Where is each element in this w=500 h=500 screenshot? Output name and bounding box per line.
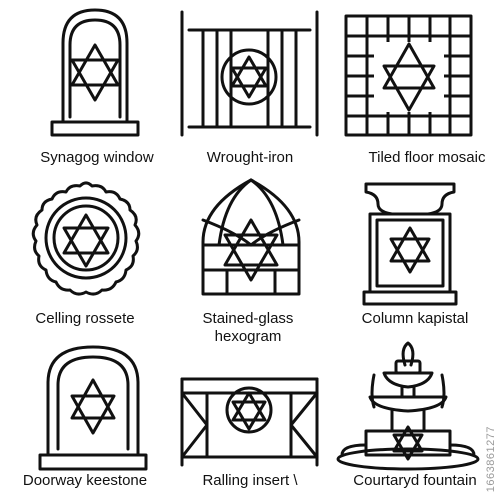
tiled-floor-mosaic-icon: Tiled floor mosaic	[330, 0, 500, 175]
icon-label: Synagog window	[40, 149, 154, 166]
watermark-id: 1663861277	[485, 425, 497, 492]
ceiling-rosette-icon: Celling rossete	[0, 170, 170, 340]
ceiling-rosette-icon	[31, 181, 141, 296]
icon-label: Column kapistal	[361, 310, 469, 327]
column-capital-icon	[362, 182, 458, 306]
courtyard-fountain-icon: Courtaryd fountain	[330, 335, 500, 500]
icon-label: Wrought-iron	[206, 149, 294, 166]
tiled-floor-mosaic-icon	[344, 14, 473, 137]
railing-insert-icon	[180, 377, 319, 467]
icon-label: Doorway keestone	[22, 472, 148, 489]
icon-label: Tiled floor mosaic	[368, 149, 486, 166]
doorway-keystone-icon: Doorway keestone	[0, 335, 170, 500]
courtyard-fountain-icon	[336, 341, 480, 471]
synagogue-window-icon: Synagog window	[0, 0, 170, 175]
doorway-keystone-icon	[38, 345, 148, 471]
wrought-iron-icon	[180, 10, 319, 137]
icon-label: Stained-glass hexogram	[202, 310, 294, 345]
icon-label: Courtaryd fountain	[353, 472, 477, 489]
stained-glass-hexagram-icon: Stained-glass hexogram	[165, 170, 335, 345]
railing-insert-icon: Ralling insert \	[165, 335, 335, 500]
column-capital-icon: Column kapistal	[330, 170, 500, 340]
icon-label: Celling rossete	[35, 310, 135, 327]
wrought-iron-icon: Wrought-iron	[165, 0, 335, 175]
synagogue-window-icon	[50, 8, 140, 137]
icon-label: Ralling insert \	[202, 472, 298, 489]
stained-glass-hexagram-icon	[201, 178, 301, 296]
